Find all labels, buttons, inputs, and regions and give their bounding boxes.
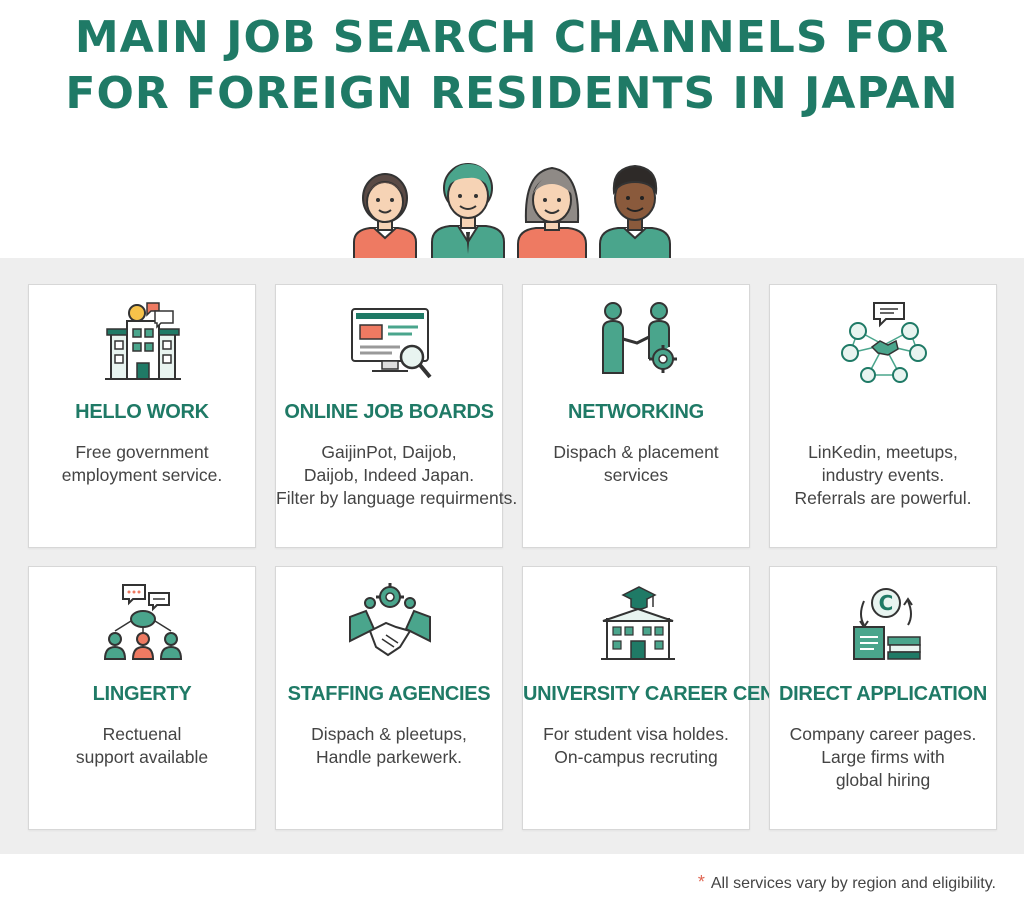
page-title: MAIN JOB SEARCH CHANNELS FOR FOR FOREIGN… — [0, 10, 1024, 122]
card-description: For student visa holdes. On-campus recru… — [543, 724, 729, 767]
card-description: LinKedin, meetups, industry events. Refe… — [794, 442, 972, 508]
group-chat-icon — [103, 584, 183, 660]
card-networking[interactable]: NETWORKING Dispach & placement services — [522, 284, 750, 548]
title-line-2: FOR FOREIGN RESIDENTS IN JAPAN — [65, 68, 959, 119]
card-university-career-centers[interactable]: UNIVERSITY CAREER CENTERS For student vi… — [522, 566, 827, 830]
card-title: LINGERTY — [92, 683, 192, 705]
card-description: Rectuenal support available — [75, 724, 209, 767]
card-description: Free government employment service. — [61, 442, 223, 485]
person-2-icon — [431, 163, 505, 260]
card-staffing-agencies[interactable]: STAFFING AGENCIES Dispach & pleetups, Ha… — [275, 566, 503, 830]
card-title: HELLO WORK — [75, 401, 209, 423]
network-people-icon — [841, 302, 927, 383]
office-building-icon — [105, 302, 181, 380]
university-icon — [601, 586, 675, 660]
asterisk: * — [697, 872, 705, 892]
computer-search-icon — [351, 308, 432, 379]
person-4-icon — [599, 164, 671, 260]
handshake-gear-icon — [602, 302, 677, 374]
title-line-1: MAIN JOB SEARCH CHANNELS FOR — [74, 12, 950, 63]
card-title: NETWORKING — [568, 401, 704, 423]
card-description: Company career pages. Large firms with g… — [789, 724, 977, 790]
card-hello-work[interactable]: HELLO WORK Free government employment se… — [28, 284, 256, 548]
footer-text: All services vary by region and eligibil… — [710, 875, 996, 892]
card-direct-application[interactable]: C DIRECT APPLICATION Company career page… — [769, 566, 997, 830]
footer-note: * All services vary by region and eligibi… — [698, 872, 996, 893]
svg-text:C: C — [879, 591, 894, 615]
handshake-gears-icon — [349, 583, 431, 657]
card-description: GaijinPot, Daijob, Daijob, Indeed Japan.… — [276, 442, 518, 508]
card-title: STAFFING AGENCIES — [287, 683, 491, 705]
card-online-job-boards[interactable]: ONLINE JOB BOARDS GaijinPot, Daijob, Dai… — [275, 284, 518, 548]
card-title: ONLINE JOB BOARDS — [284, 401, 494, 423]
card-title: DIRECT APPLICATION — [779, 683, 987, 705]
card-description: Dispach & pleetups, Handle parkewerk. — [311, 724, 467, 767]
card-professional-networks[interactable]: LinKedin, meetups, industry events. Refe… — [769, 284, 997, 548]
card-description: Dispach & placement services — [553, 442, 719, 485]
card-title: UNIVERSITY CAREER CENTERS — [523, 683, 827, 705]
person-3-icon — [517, 166, 587, 260]
documents-cycle-icon: C — [853, 588, 921, 660]
person-1-icon — [353, 173, 417, 260]
people-illustration — [353, 163, 671, 260]
card-lingerty[interactable]: LINGERTY Rectuenal support available — [28, 566, 256, 830]
